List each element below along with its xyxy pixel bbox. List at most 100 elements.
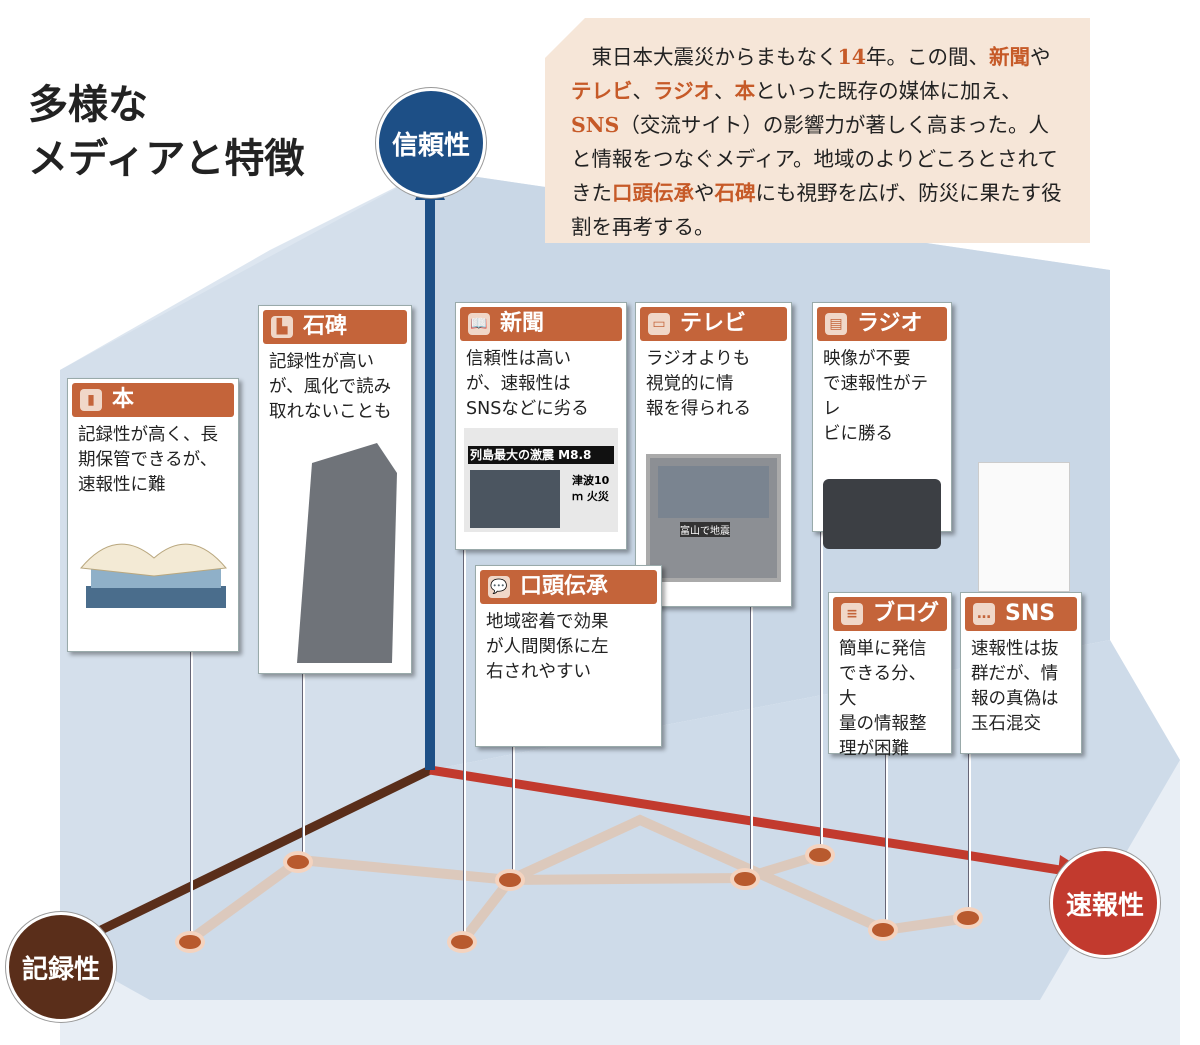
intro-highlight: 口頭伝承 [612,181,694,205]
tv-caption: 富山で地震 [680,522,730,537]
stem [190,650,193,940]
intro-segment: 、 [714,79,735,103]
card-text: 量の情報整 [839,714,927,734]
card-text: 右されやすい [486,662,591,682]
position-dot [809,848,831,862]
position-dot [734,872,756,886]
stem [302,672,305,857]
card-text: で速報性がテレ [823,374,928,419]
card-tv: ▭ テレビ ラジオよりも視覚的に情報を得られる 富山で地震 [635,302,792,607]
stem [968,752,971,915]
card-label: 新聞 [500,311,545,336]
intro-highlight: SNS [571,113,620,137]
card-text: 取れないことも [269,402,392,422]
newspaper-image: 列島最大の激震 M8.8 津波10ｍ 火災 [464,428,618,532]
card-text: ラジオよりも [646,349,751,369]
speech-icon: 💬 [488,576,510,598]
card-text: 報の真偽は [971,689,1059,709]
card-radio: ▤ ラジオ 映像が不要で速報性がテレビに勝る [812,302,952,549]
chat-bubble-icon: … [973,603,995,625]
card-text: 群だが、情 [971,664,1059,684]
intro-segment: や [1030,45,1051,69]
card-text: 期保管できるが、 [78,450,218,470]
intro-highlight: テレビ [571,79,633,103]
stem [820,530,823,850]
stem [463,548,466,938]
intro-segment: （交流サイト）の影響力が著しく高まった。人と情報をつなぐメディア。地域のよりどこ… [571,113,1058,205]
document-icon: ≡ [841,603,863,625]
tv-icon: ▭ [648,313,670,335]
intro-segment: や [694,181,715,205]
card-text: が、風化で読み [269,377,392,397]
card-newspaper: 📖 新聞 信頼性は高いが、速報性は SNSなどに劣る 列島最大の激震 M8.8 津波… [455,302,627,550]
card-label: ブログ [873,601,940,626]
card-text: 速報性は抜 [971,639,1059,659]
intro-text: 東日本大震災からまもなく14年。この間、新聞やテレビ、ラジオ、本といった既存の媒… [571,40,1064,243]
record-axis-label: 記録性 [6,912,116,1022]
card-text: 信頼性は高い [466,349,571,369]
card-label: ラジオ [857,311,923,336]
card-text: 速報性に難 [78,475,166,495]
intro-highlight: 本 [734,79,756,103]
card-stone-monument: ▙石碑 記録性が高いが、風化で読み取れないことも [258,305,412,674]
intro-segment: 、 [632,79,654,103]
intro-segment: 年。この間、 [866,45,990,69]
intro-segment: 東日本大震災からまもなく [591,45,838,69]
card-text: が人間関係に左 [486,637,609,657]
radio-icon: ▤ [825,313,847,335]
card-oral-tradition: 💬 口頭伝承 地域密着で効果が人間関係に左右されやすい [475,565,662,747]
stem [512,745,515,875]
book-icon: ▮ [80,389,102,411]
intro-highlight: 新聞 [989,45,1031,69]
card-label: 石碑 [303,314,348,339]
intro-segment: にも視野を広げ、防災に果たす役割を再考する。 [571,181,1062,239]
tv-image: 富山で地震 [646,454,781,582]
intro-highlight: 石碑 [714,181,756,205]
card-text: できる分、大 [839,664,927,709]
position-dot [499,873,521,887]
books-image [80,543,227,608]
position-dot [872,923,894,937]
newspaper-headline: 列島最大の激震 M8.8 [468,446,614,464]
reliability-axis-label: 信頼性 [376,88,486,198]
card-text: 映像が不要 [823,349,911,369]
page-title: 多様なメディアと特徴 [28,78,304,186]
card-text: 地域密着で効果 [486,612,609,632]
card-text: 報を得られる [646,399,751,419]
record-axis-line [58,765,432,955]
open-book-icon: 📖 [468,313,490,335]
stone-monument-icon: ▙ [271,316,293,338]
newspaper-subheadline: 津波10ｍ 火災 [572,474,610,503]
intro-box: 東日本大震災からまもなく14年。この間、新聞やテレビ、ラジオ、本といった既存の媒… [545,18,1090,243]
card-text: 簡単に発信 [839,639,927,659]
stem [750,605,753,875]
card-text: SNSなどに劣る [466,399,589,419]
sns-screenshot-image [978,462,1070,592]
intro-highlight: ラジオ [653,79,715,103]
card-text: 理が困難 [839,739,909,759]
stem [885,752,888,927]
card-text: 視覚的に情 [646,374,734,394]
speed-axis-label: 速報性 [1050,848,1160,958]
card-text: ビに勝る [823,424,893,444]
position-dot [287,855,309,869]
card-label: 口頭伝承 [520,574,609,599]
card-label: 本 [112,387,135,412]
radio-image [823,479,941,549]
speed-axis-line [429,765,1061,875]
intro-segment: といった既存の媒体に加え、 [755,79,1022,103]
card-text: 玉石混交 [971,714,1041,734]
card-text: 記録性が高く、長 [78,425,218,445]
card-text: が、速報性は [466,374,571,394]
position-dot [179,935,201,949]
card-book: ▮ 本 記録性が高く、長期保管できるが、速報性に難 [67,378,239,652]
intro-highlight: 14 [837,45,867,69]
title-line2: メディアと特徴 [28,135,305,182]
position-dot [957,911,979,925]
card-label: テレビ [680,311,747,336]
title-line1: 多様な [28,81,148,128]
stone-monument-image [297,443,397,663]
card-blog: ≡ ブログ 簡単に発信できる分、大量の情報整理が困難 [828,592,952,759]
card-sns: …SNS 速報性は抜群だが、情報の真偽は玉石混交 [960,592,1082,754]
